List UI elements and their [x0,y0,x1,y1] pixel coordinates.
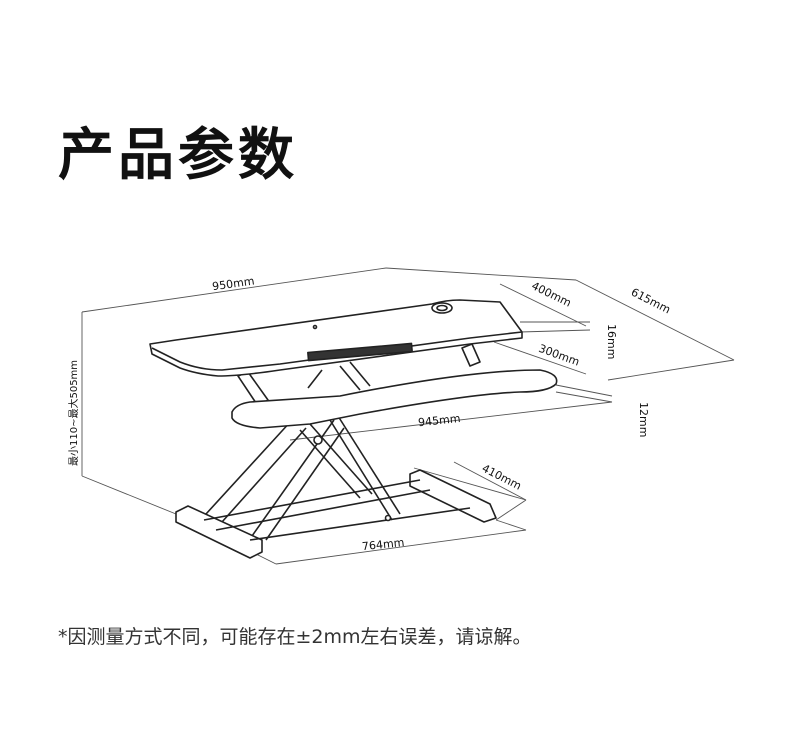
scissor-leg-1 [205,419,293,515]
base-rail-front [249,507,471,541]
dim-keyboard-width-line [289,401,613,441]
label-height-range: 最小110~最大505mm [67,360,80,466]
base-bolt [384,514,392,522]
dim-base-depth-line [453,461,527,501]
label-top-thickness: 16mm [605,324,618,359]
base-right-foot [409,469,497,523]
dim-height-ext [81,475,177,515]
cable-grommet-inner [436,304,448,312]
label-keyboard-thickness: 12mm [637,402,650,437]
dim-thickness-ext-2 [519,329,591,333]
dim-overall-depth-line [575,279,735,361]
dim-top-width-line [81,267,387,313]
dim-top-depth-line [499,283,587,327]
scissor-leg-8 [337,415,401,515]
dim-top-depth-ext [385,267,577,281]
keyboard-tray [231,369,558,429]
scissor-leg-6 [265,427,345,541]
dim-overall-depth-ext [607,359,735,381]
scissor-pivot [313,435,323,445]
support-mid-2 [349,361,371,387]
dim-keyboard-thickness-ext-2 [555,391,613,403]
scissor-leg-3 [299,429,361,499]
cable-grommet [431,302,453,314]
base-rail-back [203,479,421,521]
desktop-surface [149,299,523,377]
support-mid-1 [339,365,361,391]
base-left-foot [175,505,263,559]
base-rail-mid [215,489,431,531]
dim-keyboard-depth-line [493,341,587,375]
dim-keyboard-thickness-ext-1 [555,384,613,397]
page-title: 产品参数 [58,123,298,188]
dim-base-depth-ext-1 [413,467,527,501]
label-top-width: 950mm [211,274,255,293]
label-keyboard-width: 945mm [417,412,461,429]
device-slot [307,342,413,362]
measurement-note: *因测量方式不同，可能存在±2mm左右误差，请谅解。 [58,626,532,648]
scissor-leg-7 [329,419,393,521]
dimension-lines [81,267,735,565]
desktop-hole [312,324,318,330]
dim-base-width-ext-2 [495,519,527,531]
label-base-depth: 410mm [480,462,524,493]
support-mid-3 [307,369,323,389]
dim-base-depth-ext-2 [495,499,527,521]
label-top-depth: 400mm [529,279,573,309]
desk-illustration [149,299,558,559]
scissor-leg-4 [309,423,373,495]
label-base-width: 764mm [361,536,405,553]
scissor-leg-2 [221,427,307,523]
label-overall-depth: 615mm [629,286,673,317]
desktop-edge [151,331,523,371]
dim-base-width-line [275,529,527,565]
support-right [461,343,481,367]
